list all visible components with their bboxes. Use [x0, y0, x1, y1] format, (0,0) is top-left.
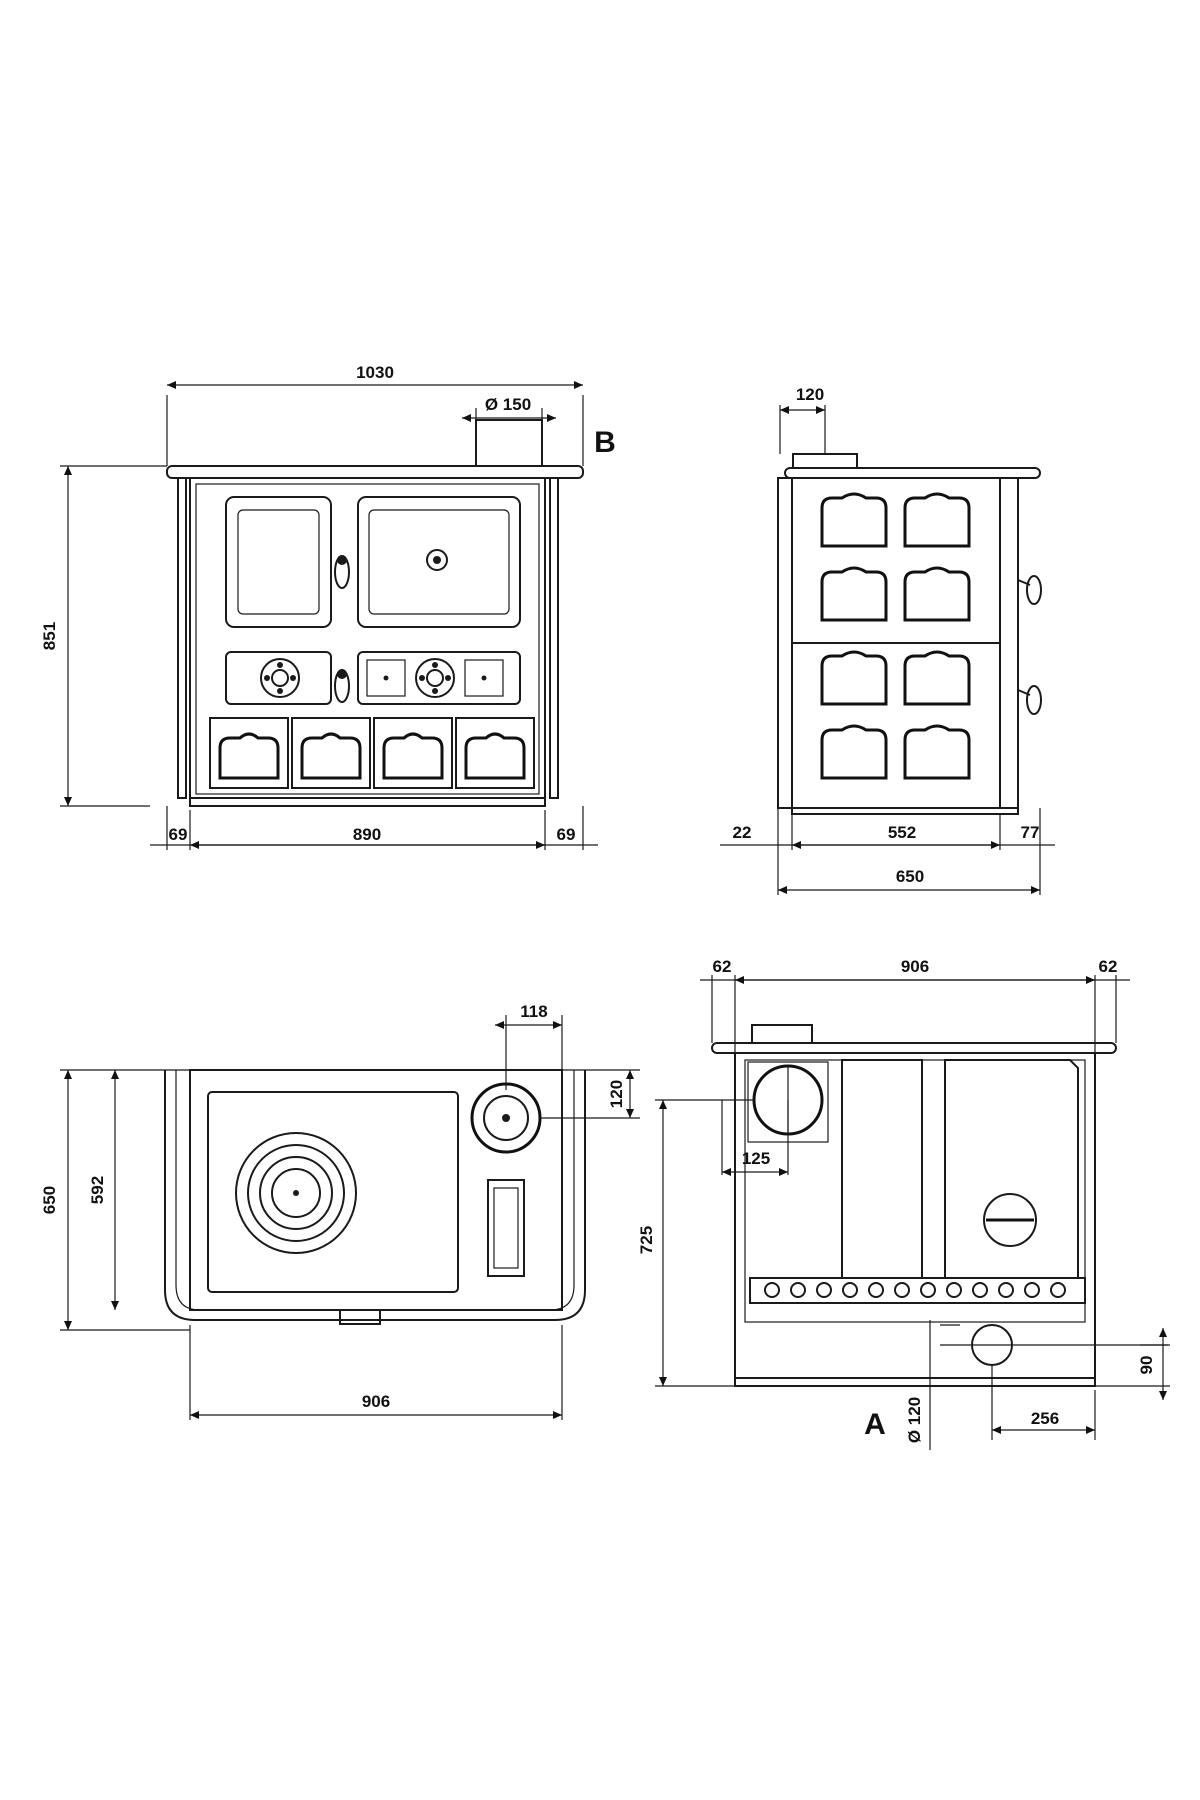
air-hole-icon [868, 1282, 884, 1298]
view-label-b: B [594, 426, 616, 459]
air-hole-icon [764, 1282, 780, 1298]
dim-rear-left: 62 [713, 957, 732, 976]
side-rail-left [177, 477, 187, 799]
dim-rear-flue-height: 725 [637, 1226, 656, 1254]
air-hole-icons [764, 1282, 1066, 1298]
dim-air-inlet-offset: 256 [1031, 1409, 1059, 1428]
dim-top-flue-y: 120 [607, 1080, 626, 1108]
rear-view: A 62 906 62 125 725 Ø 120 90 256 [637, 957, 1170, 1450]
dim-flue-offset-side: 120 [796, 385, 824, 404]
air-hole-icon [1050, 1282, 1066, 1298]
air-hole-icon [816, 1282, 832, 1298]
hotplate-rings-icon [235, 1132, 357, 1254]
top-view: 650 592 118 120 906 [40, 1002, 640, 1420]
dim-rear-right: 62 [1099, 957, 1118, 976]
dim-right-margin: 69 [557, 825, 576, 844]
dim-side-depth: 650 [896, 867, 924, 886]
oven-back-panel [944, 1059, 1079, 1279]
front-view: 1030 Ø 150 B 851 69 890 69 [40, 363, 616, 850]
side-tile-grid [820, 492, 971, 780]
oven-door [357, 496, 521, 628]
dim-rear-flue-center: 125 [742, 1149, 770, 1168]
rear-vent-icon [983, 1193, 1037, 1247]
dim-left-margin: 69 [169, 825, 188, 844]
dim-top-width: 906 [362, 1392, 390, 1411]
air-hole-icon [790, 1282, 806, 1298]
air-inlet-icon [940, 1324, 1168, 1366]
rear-panel [734, 1052, 1096, 1379]
cooktop-rim [166, 465, 584, 479]
flue-collar-side [792, 453, 858, 469]
cooktop-plate [189, 1069, 563, 1311]
ash-drawer [225, 651, 332, 705]
flue-outlet-icon [470, 1082, 542, 1154]
side-rail-right [549, 477, 559, 799]
dim-top-depth: 650 [40, 1186, 59, 1214]
dim-top-flue-x: 118 [520, 1002, 547, 1021]
towel-rail [164, 1070, 586, 1321]
air-holes-strip [749, 1277, 1086, 1304]
air-hole-icon [920, 1282, 936, 1298]
dim-height: 851 [40, 622, 59, 650]
cooktop-rim-rear [711, 1042, 1117, 1054]
damper-knob-icon [415, 658, 455, 698]
dim-side-right: 77 [1021, 823, 1040, 842]
air-hole-icon [894, 1282, 910, 1298]
air-hole-icon [998, 1282, 1014, 1298]
dim-air-inlet-diameter: Ø 120 [905, 1397, 924, 1443]
dim-inner-width: 890 [353, 825, 381, 844]
dim-total-width: 1030 [356, 363, 394, 382]
dim-side-left: 22 [733, 823, 752, 842]
inspection-cover [487, 1179, 525, 1277]
dim-rear-width: 906 [901, 957, 929, 976]
firebox-door [225, 496, 332, 628]
side-view: 120 22 552 77 650 [720, 385, 1055, 895]
cooktop-rim-side [784, 467, 1041, 479]
air-hole-icon [946, 1282, 962, 1298]
dim-flue-diameter: Ø 150 [485, 395, 531, 414]
plinth [189, 797, 546, 807]
flue-collar [475, 419, 543, 467]
air-hole-icon [972, 1282, 988, 1298]
side-handle-icon [1017, 575, 1042, 715]
dim-air-inlet-height: 90 [1137, 1356, 1156, 1375]
dim-top-inner-depth: 592 [88, 1176, 107, 1204]
air-hole-icon [1024, 1282, 1040, 1298]
decorative-tile-row [209, 717, 535, 789]
stove-body [189, 477, 546, 799]
view-label-a: A [864, 1408, 886, 1441]
oven-thermometer-icon [426, 549, 448, 571]
air-hole-icon [842, 1282, 858, 1298]
dim-side-middle: 552 [888, 823, 916, 842]
air-regulator-icon [260, 658, 300, 698]
control-panel [357, 651, 521, 705]
door-handle-icon [334, 555, 350, 703]
